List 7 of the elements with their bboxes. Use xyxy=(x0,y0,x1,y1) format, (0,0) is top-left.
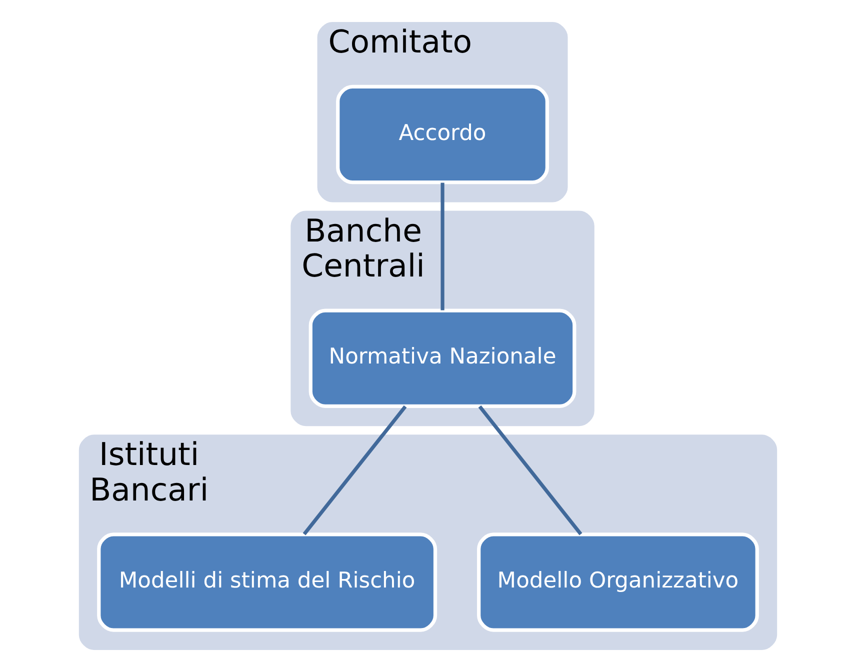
node-box: Modello Organizzativo xyxy=(477,532,759,632)
connector xyxy=(440,182,444,310)
connector xyxy=(478,405,582,536)
node-box: Accordo xyxy=(336,84,549,184)
node-box: Modelli di stima del Rischio xyxy=(97,532,438,632)
node-box: Normativa Nazionale xyxy=(308,308,576,408)
connector xyxy=(302,405,407,536)
